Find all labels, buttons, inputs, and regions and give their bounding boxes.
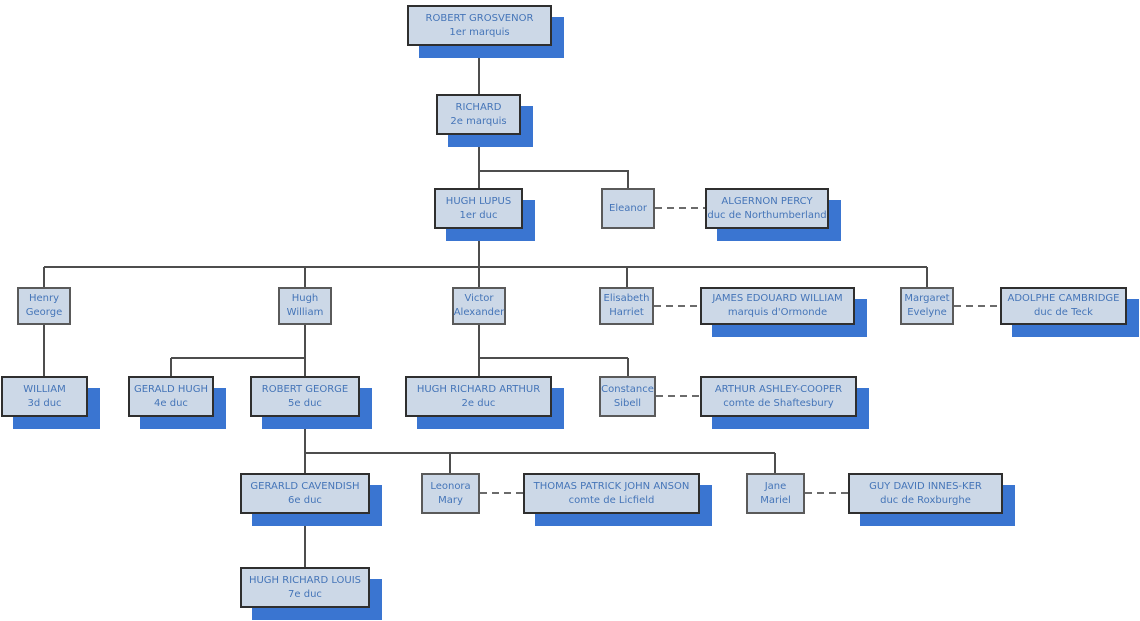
node-name: Elisabeth: [603, 293, 650, 304]
node-hugh-lupus[interactable]: HUGH LUPUS 1er duc: [434, 188, 523, 229]
node-title: Evelyne: [907, 307, 947, 318]
node-title: Mariel: [760, 494, 791, 506]
node-name: Eleanor: [609, 202, 647, 214]
node-name: GERARLD CAVENDISH: [250, 480, 360, 492]
node-name: ADOLPHE CAMBRIDGE: [1007, 293, 1120, 304]
node-james-edouard-william[interactable]: JAMES EDOUARD WILLIAM marquis d'Ormonde: [700, 287, 855, 325]
node-title: Alexander: [453, 307, 505, 318]
node-title: 3d duc: [27, 397, 62, 409]
node-name: WILLIAM: [23, 383, 66, 395]
node-title: 6e duc: [288, 494, 322, 506]
node-hugh-richard-louis[interactable]: HUGH RICHARD LOUIS 7e duc: [240, 567, 370, 608]
node-name: Leonora: [430, 480, 471, 492]
node-title: 1er marquis: [449, 26, 510, 38]
node-name: JAMES EDOUARD WILLIAM: [712, 293, 843, 304]
node-name: THOMAS PATRICK JOHN ANSON: [533, 480, 690, 492]
node-name: Henry: [28, 293, 60, 304]
node-eleanor[interactable]: Eleanor: [601, 188, 655, 229]
node-name: GUY DAVID INNES-KER: [869, 480, 982, 492]
node-adolphe-cambridge[interactable]: ADOLPHE CAMBRIDGE duc de Teck: [1000, 287, 1127, 325]
node-title: comte de Shaftesbury: [723, 397, 834, 409]
node-name: RICHARD: [455, 101, 502, 113]
node-name: Constance: [601, 383, 654, 395]
node-name: Margaret: [904, 293, 950, 304]
node-arthur-ashley-cooper[interactable]: ARTHUR ASHLEY-COOPER comte de Shaftesbury: [700, 376, 857, 417]
node-name: ROBERT GROSVENOR: [425, 12, 534, 24]
node-title: Harriet: [609, 307, 644, 318]
node-name: ALGERNON PERCY: [721, 195, 813, 207]
node-name: Hugh: [291, 293, 319, 304]
node-title: duc de Roxburghe: [880, 494, 971, 506]
node-richard[interactable]: RICHARD 2e marquis: [436, 94, 521, 135]
node-title: 7e duc: [288, 588, 322, 600]
node-title: William: [286, 307, 324, 318]
connector-branch-to-eleanor: [479, 170, 629, 188]
node-name: GERALD HUGH: [133, 383, 208, 395]
node-guy-david-innes-ker[interactable]: GUY DAVID INNES-KER duc de Roxburghe: [848, 473, 1003, 514]
node-title: duc de Northumberland: [707, 209, 827, 221]
node-name: HUGH RICHARD ARTHUR: [416, 383, 541, 395]
node-title: 5e duc: [288, 397, 322, 409]
node-algernon-percy[interactable]: ALGERNON PERCY duc de Northumberland: [705, 188, 829, 229]
node-robert-george[interactable]: ROBERT GEORGE 5e duc: [250, 376, 360, 417]
node-title: Sibell: [613, 397, 642, 409]
node-title: 4e duc: [154, 397, 188, 409]
node-name: Jane: [764, 480, 787, 492]
node-title: 2e duc: [461, 397, 496, 409]
node-robert-grosvenor[interactable]: ROBERT GROSVENOR 1er marquis: [407, 5, 552, 46]
node-title: George: [25, 307, 63, 318]
node-title: marquis d'Ormonde: [727, 307, 828, 318]
node-gerarld-cavendish[interactable]: GERARLD CAVENDISH 6e duc: [240, 473, 370, 514]
node-name: ROBERT GEORGE: [261, 383, 349, 395]
node-title: duc de Teck: [1034, 307, 1093, 318]
node-title: 1er duc: [459, 209, 498, 221]
node-title: comte de Licfield: [568, 494, 655, 506]
node-name: Victor: [464, 293, 494, 304]
node-name: HUGH RICHARD LOUIS: [248, 574, 362, 586]
node-thomas-patrick-john-anson[interactable]: THOMAS PATRICK JOHN ANSON comte de Licfie…: [523, 473, 700, 514]
node-title: Mary: [438, 494, 463, 506]
node-name: ARTHUR ASHLEY-COOPER: [714, 383, 843, 395]
node-gerald-hugh[interactable]: GERALD HUGH 4e duc: [128, 376, 214, 417]
node-title: 2e marquis: [450, 115, 507, 127]
node-name: HUGH LUPUS: [445, 195, 512, 207]
node-hugh-richard-arthur[interactable]: HUGH RICHARD ARTHUR 2e duc: [405, 376, 552, 417]
node-william[interactable]: WILLIAM 3d duc: [1, 376, 88, 417]
